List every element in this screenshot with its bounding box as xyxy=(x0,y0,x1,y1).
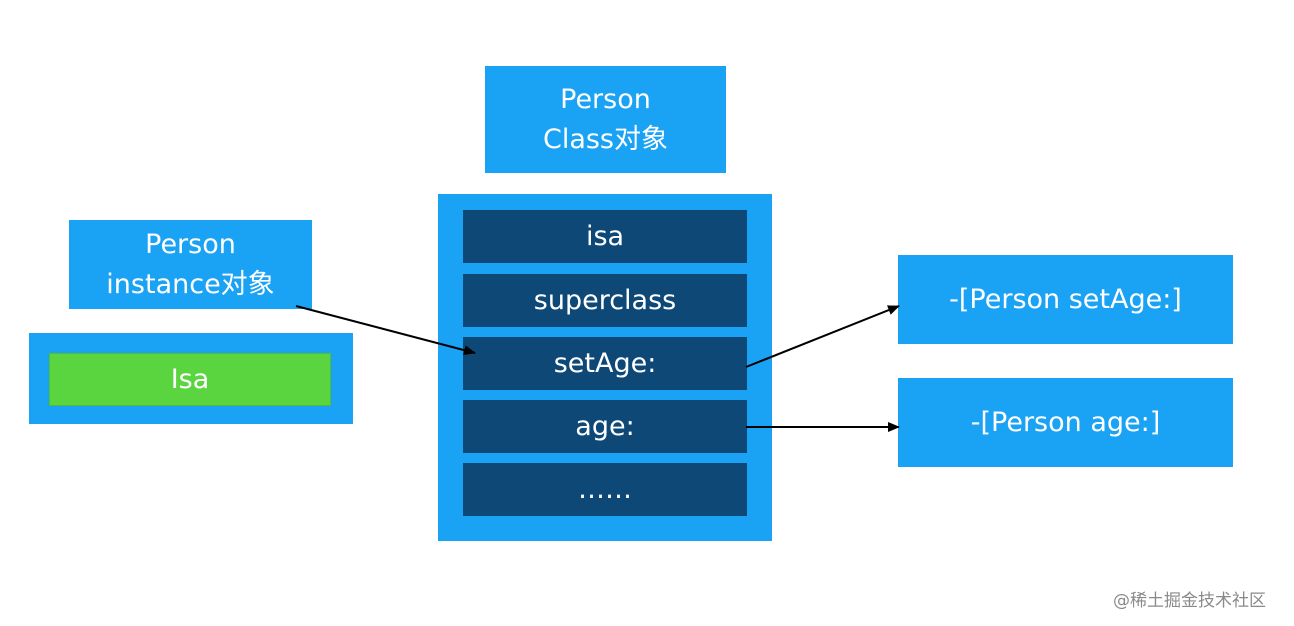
instance-object-container: Isa xyxy=(29,333,353,424)
arrow-instance-to-setage xyxy=(295,305,476,356)
instance-isa-label: Isa xyxy=(170,364,210,395)
watermark-text: @稀土掘金技术社区 xyxy=(1113,591,1266,611)
class-row-age: age: xyxy=(463,400,747,453)
class-row-superclass-label: superclass xyxy=(533,285,677,316)
class-row-setage: setAge: xyxy=(463,337,747,390)
instance-object-label-line1: Person xyxy=(145,228,236,260)
method-age-box: -[Person age:] xyxy=(898,378,1233,467)
class-row-isa-label: isa xyxy=(585,221,625,252)
class-object-label-line2: Class对象 xyxy=(542,123,669,155)
instance-object-label-line2: instance对象 xyxy=(106,268,275,300)
class-row-ellipsis-label: …… xyxy=(578,474,632,505)
class-row-age-label: age: xyxy=(575,411,635,442)
class-object-label-line1: Person xyxy=(560,83,651,115)
class-row-isa: isa xyxy=(463,210,747,263)
arrow-setage-to-impl xyxy=(745,305,900,368)
instance-object-label: Person instance对象 xyxy=(69,220,312,309)
method-setage-box: -[Person setAge:] xyxy=(898,255,1233,344)
method-age-label: -[Person age:] xyxy=(970,407,1161,438)
class-row-setage-label: setAge: xyxy=(553,348,657,379)
class-object-container: isa superclass setAge: age: …… xyxy=(438,194,772,541)
class-row-ellipsis: …… xyxy=(463,463,747,516)
class-object-label: Person Class对象 xyxy=(485,66,726,173)
class-row-superclass: superclass xyxy=(463,274,747,327)
instance-isa-field: Isa xyxy=(49,353,331,406)
method-setage-label: -[Person setAge:] xyxy=(949,284,1182,315)
